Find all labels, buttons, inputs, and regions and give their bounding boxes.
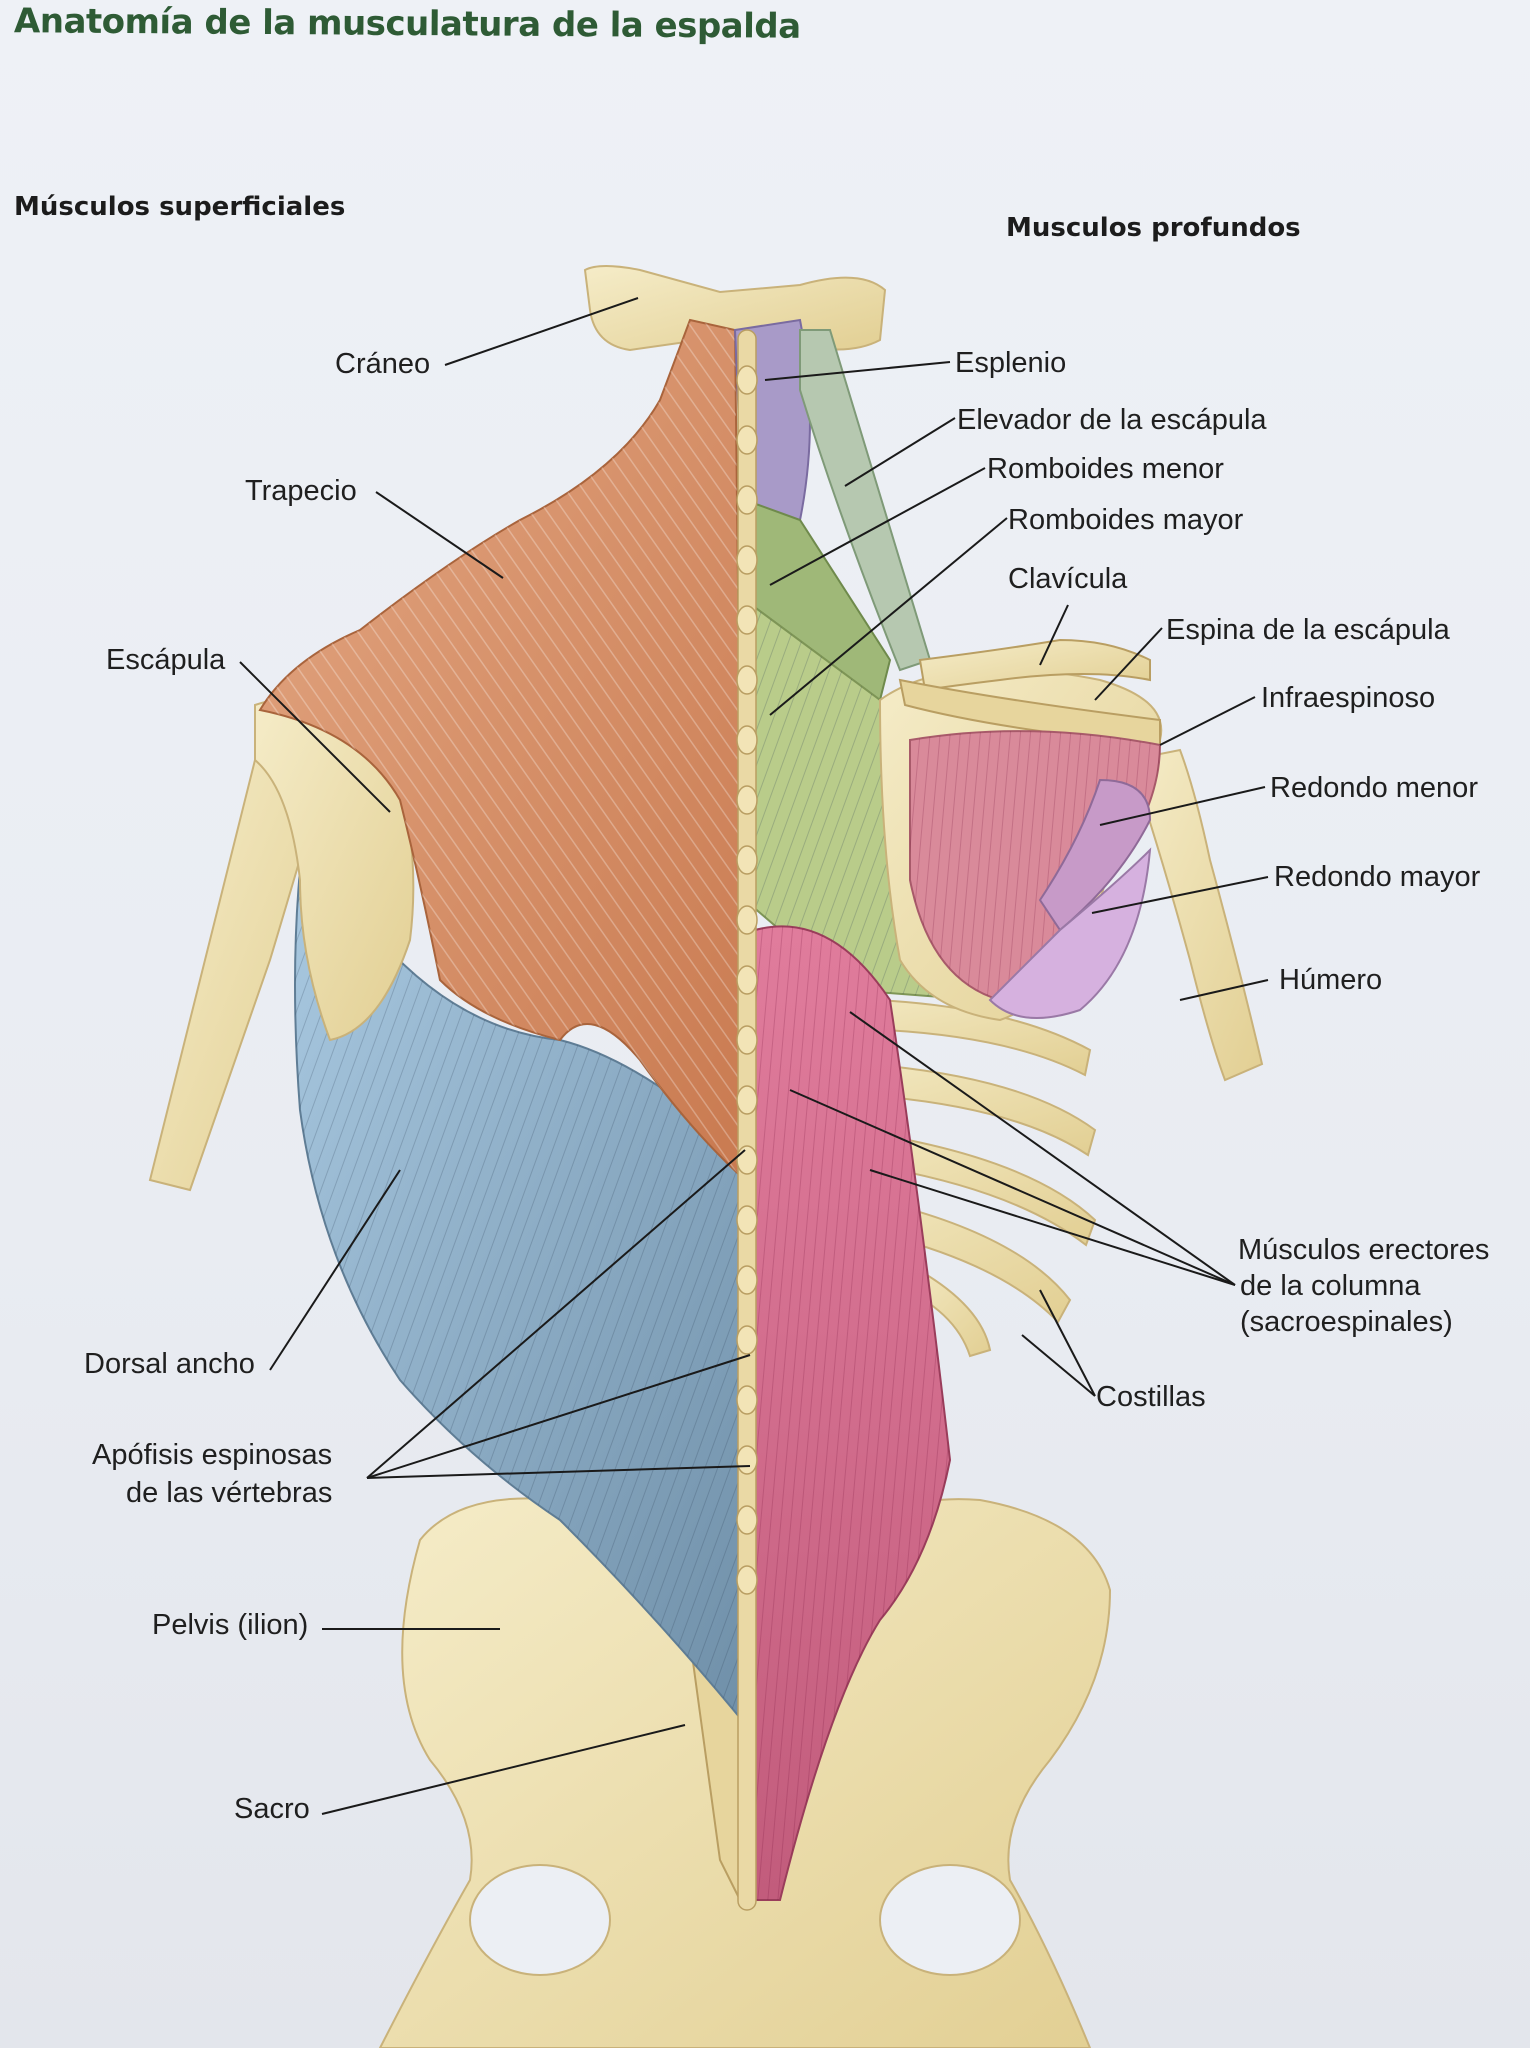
label-erectores-line2: de la columna xyxy=(1240,1270,1421,1302)
label-redondo-menor: Redondo menor xyxy=(1270,772,1478,804)
teres-major-shape xyxy=(988,847,1152,1019)
label-escapula: Escápula xyxy=(106,644,226,676)
teres-minor-shape xyxy=(1038,778,1152,932)
label-dorsal-ancho: Dorsal ancho xyxy=(84,1348,255,1380)
label-elevador-escapula: Elevador de la escápula xyxy=(957,404,1267,436)
label-redondo-mayor: Redondo mayor xyxy=(1274,861,1481,893)
label-erectores-line1: Músculos erectores xyxy=(1238,1234,1490,1266)
deep-heading: Musculos profundos xyxy=(1006,213,1301,243)
label-craneo: Cráneo xyxy=(335,348,431,380)
clavicle-shape xyxy=(918,638,1151,692)
label-esplenio: Esplenio xyxy=(955,347,1067,379)
label-erectores-line3: (sacroespinales) xyxy=(1240,1306,1453,1338)
left-humerus-shape xyxy=(148,758,322,1192)
label-romboides-menor: Romboides menor xyxy=(987,453,1224,485)
obturator-right xyxy=(879,1864,1021,1976)
label-trapecio: Trapecio xyxy=(245,475,357,507)
label-sacro: Sacro xyxy=(234,1793,310,1825)
spinous-processes xyxy=(736,365,758,1595)
label-romboides-mayor: Romboides mayor xyxy=(1008,504,1244,536)
label-apofisis-line1: Apófisis espinosas xyxy=(92,1439,333,1471)
label-infraespinoso: Infraespinoso xyxy=(1261,682,1436,714)
label-apofisis-line2: de las vértebras xyxy=(126,1477,333,1509)
label-costillas: Costillas xyxy=(1096,1381,1206,1413)
label-espina-escapula: Espina de la escápula xyxy=(1166,614,1450,646)
label-humero: Húmero xyxy=(1279,964,1383,996)
label-clavicula: Clavícula xyxy=(1008,563,1128,595)
right-humerus-shape xyxy=(1128,748,1264,1082)
superficial-heading: Músculos superficiales xyxy=(14,192,346,222)
leader-lines xyxy=(239,297,1269,1815)
label-pelvis: Pelvis (ilion) xyxy=(152,1609,309,1641)
obturator-left xyxy=(469,1864,611,1976)
